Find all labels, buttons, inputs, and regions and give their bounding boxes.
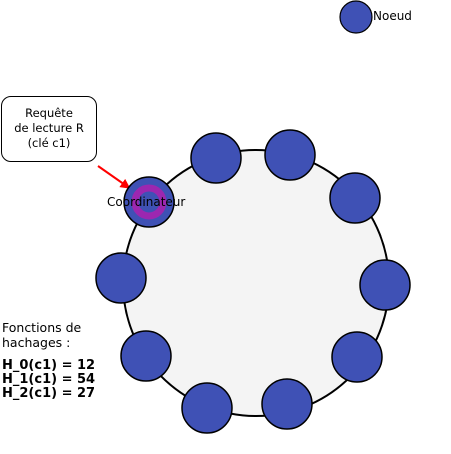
legend-node-icon [339, 0, 373, 34]
read-request-callout: Requête de lecture R (clé c1) [1, 96, 97, 162]
callout-line: de lecture R [14, 121, 84, 135]
ring-node [261, 378, 313, 430]
ring-node [264, 129, 316, 181]
hash-functions-list: H_0(c1) = 12 H_1(c1) = 54 H_2(c1) = 27 [2, 359, 102, 401]
ring-node [329, 172, 381, 224]
ring-node [190, 132, 242, 184]
hash-function-entry: H_1(c1) = 54 [2, 372, 96, 387]
request-arrow [97, 165, 131, 189]
ring-node [331, 331, 383, 383]
coordinator-node [123, 176, 175, 228]
coordinator-label: Coordinateur [107, 195, 186, 209]
hash-functions-panel: Fonctions de hachages : H_0(c1) = 12 H_1… [2, 320, 102, 401]
hash-functions-title: Fonctions de hachages : [2, 320, 82, 350]
ring-node [359, 259, 411, 311]
callout-line: (clé c1) [27, 136, 71, 150]
legend-node-label: Noeud [373, 9, 412, 23]
hash-function-entry: H_0(c1) = 12 [2, 358, 96, 373]
ring-node [95, 252, 147, 304]
hash-function-entry: H_2(c1) = 27 [2, 386, 96, 401]
ring-node [120, 330, 172, 382]
callout-line: Requête [25, 106, 73, 120]
ring-node [181, 382, 233, 434]
